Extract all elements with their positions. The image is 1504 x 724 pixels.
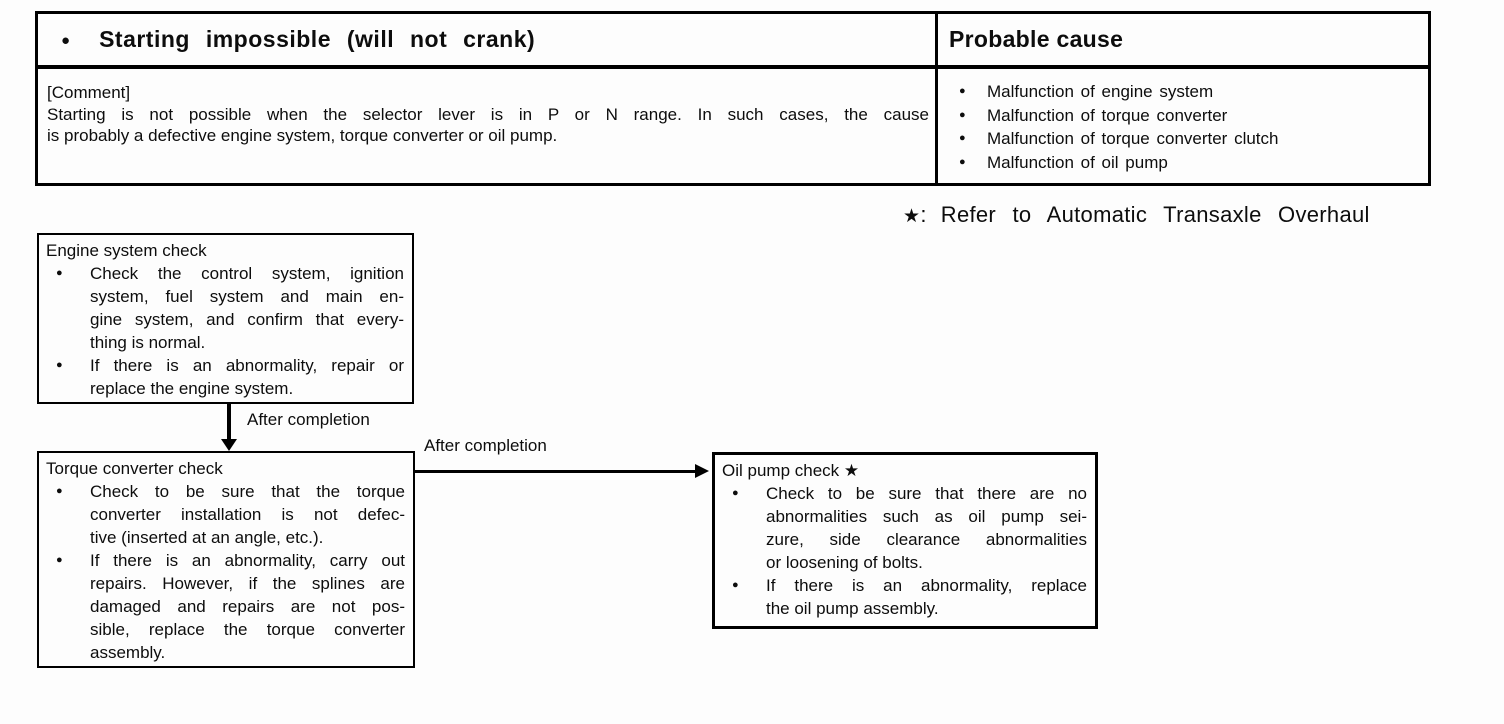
text-line: zure, side clearance abnormalities: [766, 530, 1087, 549]
text-line: is probably a defective engine system, t…: [47, 126, 558, 145]
bullet-icon: ●: [959, 132, 966, 145]
flow-box-items: ● Check to be sure that there are no abnor…: [715, 482, 1095, 620]
list-item: ● Malfunction of engine system: [938, 80, 1428, 104]
star-note: ★: Refer to Automatic Transaxle Overhaul: [903, 202, 1370, 228]
text-line: system, fuel system and main en-: [90, 287, 404, 306]
symptom-table: ● Starting impossible (will not crank) P…: [35, 11, 1431, 186]
table-body-row: [Comment] Starting is not possible when …: [38, 69, 1428, 185]
probable-cause-list: ● Malfunction of engine system ● Malfunctio…: [938, 80, 1428, 174]
list-item: ● Check the control system, ignition syste…: [39, 262, 412, 354]
text-line: sible, replace the torque converter: [90, 620, 405, 639]
text-line: replace the engine system.: [90, 379, 294, 398]
list-item: ● Check to be sure that there are no abnor…: [715, 482, 1095, 574]
text-line: If there is an abnormality, replace: [766, 576, 1087, 595]
bullet-icon: ●: [959, 155, 966, 168]
list-item: ● If there is an abnormality, carry out re…: [39, 549, 413, 664]
text-line: thing is normal.: [90, 333, 206, 352]
bullet-icon: ●: [732, 487, 739, 499]
probable-cause-header-title: Probable cause: [949, 26, 1124, 52]
text-line: If there is an abnormality, carry out: [90, 551, 405, 570]
text-line: tive (inserted at an angle, etc.).: [90, 528, 324, 547]
star-icon: ★: [903, 206, 921, 227]
text-line: gine system, and confirm that every-: [90, 310, 404, 329]
table-header-row: ● Starting impossible (will not crank) P…: [38, 14, 1428, 69]
flow-box-engine-system-check: Engine system check ● Check the control s…: [37, 233, 414, 404]
text-line: converter installation is not defec-: [90, 505, 405, 524]
list-item-text: Check to be sure that there are no abnorm…: [766, 482, 1095, 574]
text-line: Check to be sure that the torque: [90, 482, 405, 501]
star-note-text: Refer to Automatic Transaxle Overhaul: [940, 202, 1370, 227]
symptom-title: Starting impossible (will not crank): [99, 26, 536, 52]
list-item-text: Malfunction of torque converter clutch: [987, 129, 1279, 149]
bullet-icon: ●: [56, 267, 63, 279]
probable-cause-header-cell: Probable cause: [938, 14, 1428, 65]
probable-cause-cell: ● Malfunction of engine system ● Malfunctio…: [938, 69, 1428, 185]
text-line: Check to be sure that there are no: [766, 484, 1087, 503]
text-line: abnormalities such as oil pump sei-: [766, 507, 1087, 526]
bullet-icon: ●: [56, 485, 63, 497]
list-item-text: If there is an abnormality, replace the o…: [766, 574, 1095, 620]
bullet-icon: ●: [959, 108, 966, 121]
list-item-text: Check the control system, ignition system…: [90, 262, 412, 354]
bullet-icon: ●: [61, 32, 71, 49]
list-item-text: Malfunction of engine system: [987, 82, 1214, 101]
flow-box-title: Torque converter check: [46, 459, 223, 478]
right-arrow-connector: [415, 470, 697, 473]
list-item-text: Malfunction of torque converter: [987, 105, 1228, 125]
flow-box-items: ● Check the control system, ignition syste…: [39, 262, 412, 400]
flow-box-title: Oil pump check ★: [722, 461, 860, 480]
text-line: assembly.: [90, 643, 166, 662]
flow-box-oil-pump-check: Oil pump check ★ ● Check to be sure that …: [712, 452, 1098, 629]
right-arrow-head-icon: [695, 464, 709, 478]
text-line: If there is an abnormality, repair or: [90, 356, 404, 375]
text-line: repairs. However, if the splines are: [90, 574, 405, 593]
text-line: the oil pump assembly.: [766, 599, 939, 618]
bullet-icon: ●: [56, 359, 63, 371]
down-arrow-head-icon: [221, 439, 237, 451]
after-completion-label-horizontal: After completion: [424, 436, 547, 455]
flow-box-torque-converter-check: Torque converter check ● Check to be sure…: [37, 451, 415, 668]
bullet-icon: ●: [56, 554, 63, 566]
flow-box-items: ● Check to be sure that the torque convert…: [39, 480, 413, 664]
down-arrow-connector: [227, 404, 231, 441]
after-completion-label-vertical: After completion: [247, 410, 370, 429]
list-item: ● If there is an abnormality, replace the …: [715, 574, 1095, 620]
comment-text: Starting is not possible when the select…: [47, 104, 929, 147]
text-line: Starting is not possible when the select…: [47, 104, 929, 124]
list-item-text: If there is an abnormality, repair or rep…: [90, 354, 412, 400]
bullet-icon: ●: [732, 579, 739, 591]
star-note-separator: :: [920, 202, 927, 227]
bullet-icon: ●: [959, 85, 966, 97]
comment-cell: [Comment] Starting is not possible when …: [38, 69, 938, 185]
list-item: ● Malfunction of torque converter clutch: [938, 127, 1428, 151]
list-item-text: If there is an abnormality, carry out rep…: [90, 549, 413, 664]
symptom-header-cell: ● Starting impossible (will not crank): [38, 14, 938, 65]
list-item: ● Malfunction of torque converter: [938, 104, 1428, 128]
list-item-text: Check to be sure that the torque converte…: [90, 480, 413, 549]
list-item: ● If there is an abnormality, repair or re…: [39, 354, 412, 400]
text-line: damaged and repairs are not pos-: [90, 597, 405, 616]
text-line: Check the control system, ignition: [90, 264, 404, 283]
comment-label: [Comment]: [47, 83, 131, 102]
list-item: ● Malfunction of oil pump: [938, 151, 1428, 175]
list-item-text: Malfunction of oil pump: [987, 152, 1168, 172]
text-line: or loosening of bolts.: [766, 553, 923, 572]
list-item: ● Check to be sure that the torque convert…: [39, 480, 413, 549]
flow-box-title: Engine system check: [46, 241, 207, 260]
